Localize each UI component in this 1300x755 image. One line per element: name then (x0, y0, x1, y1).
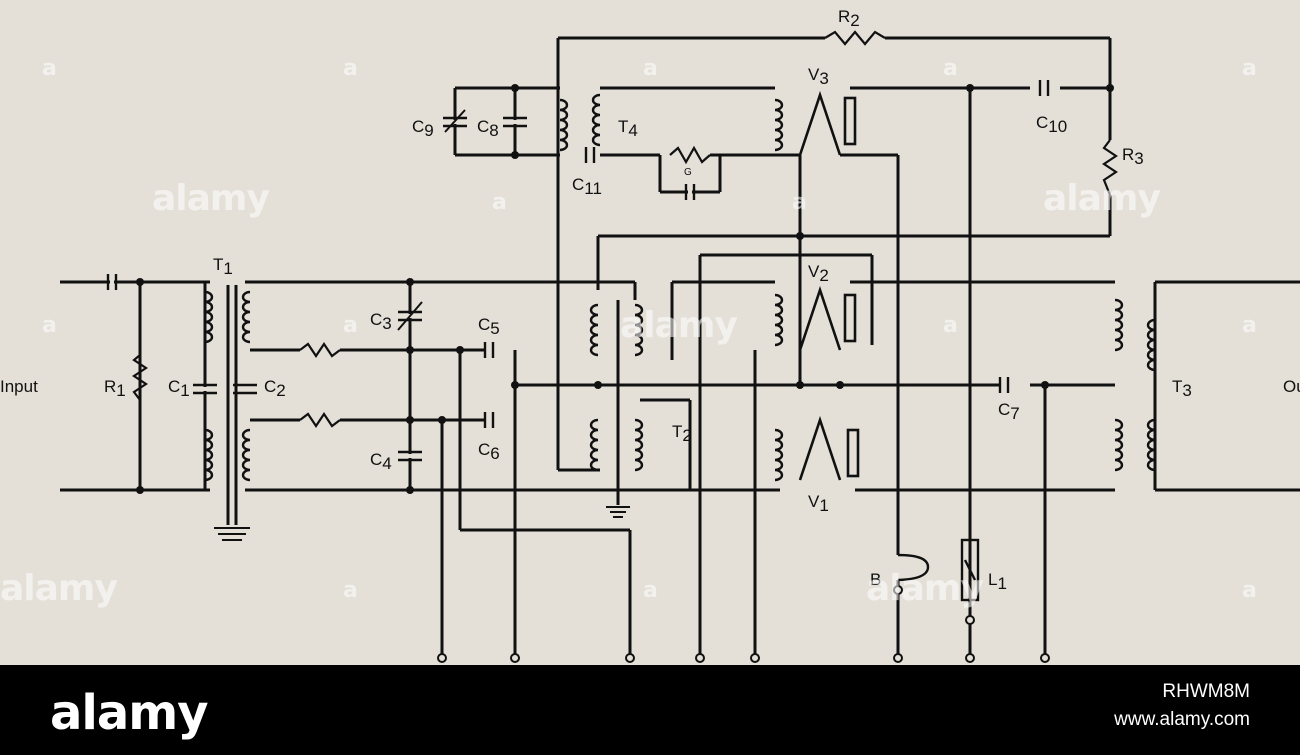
watermark: alamy (1043, 178, 1161, 219)
v2-label: V2 (808, 262, 829, 285)
c8-label: C8 (477, 117, 499, 140)
l1-label: L1 (988, 570, 1007, 593)
alamy-logo[interactable]: alamy (50, 685, 209, 741)
watermark-marker: a (643, 56, 658, 81)
t3-label: T3 (1172, 377, 1192, 400)
valves (798, 90, 860, 481)
site-url[interactable]: www.alamy.com (1114, 709, 1250, 730)
watermark: alamy (0, 568, 118, 609)
schematic-svg: Input Ou R1 R2 R3 C1 C2 C3 C4 C5 C6 C7 C… (0, 7, 1300, 663)
v3-label: V3 (808, 65, 829, 88)
ground-symbols (214, 506, 630, 541)
watermark-marker: a (643, 578, 658, 603)
t1-label: T1 (213, 255, 233, 278)
wires (60, 36, 1300, 660)
resistors (132, 30, 1118, 428)
watermark-marker: a (943, 56, 958, 81)
watermark-marker: a (42, 313, 57, 338)
c7-label: C7 (998, 400, 1020, 423)
output-label: Ou (1283, 377, 1300, 396)
c1-label: C1 (168, 377, 190, 400)
r1-label: R1 (104, 377, 126, 400)
c10-label: C10 (1036, 113, 1067, 136)
c4-label: C4 (370, 450, 392, 473)
junction-dots (136, 84, 1114, 494)
watermark-marker: a (42, 56, 57, 81)
watermark-marker: a (1242, 56, 1257, 81)
watermark-marker: a (943, 313, 958, 338)
variable-cap-arrow (397, 301, 423, 331)
watermark-marker: a (492, 190, 507, 215)
c2-label: C2 (264, 377, 286, 400)
r2-label: R2 (838, 7, 860, 30)
c11-label: C11 (572, 175, 602, 198)
l1-element (960, 538, 980, 602)
watermark-marker: a (343, 313, 358, 338)
terminals (437, 585, 1050, 663)
image-id: RHWM8M (1162, 681, 1250, 702)
c5-label: C5 (478, 315, 500, 338)
r3-label: R3 (1122, 145, 1144, 168)
capacitors (106, 80, 1050, 462)
circuit-diagram: Input Ou R1 R2 R3 C1 C2 C3 C4 C5 C6 C7 C… (0, 0, 1300, 665)
watermark-marker: a (792, 190, 807, 215)
variable-cap-arrow-c9 (444, 109, 466, 133)
b-label: B (870, 570, 881, 589)
capacitor-gaps (110, 85, 1046, 458)
t4-label: T4 (618, 117, 638, 140)
c3-label: C3 (370, 310, 392, 333)
input-label: Input (0, 377, 38, 396)
b-element (897, 553, 930, 582)
watermark: alamy (152, 178, 270, 219)
t2-label: T2 (672, 422, 692, 445)
watermark-marker: a (343, 578, 358, 603)
footer-bar: alamy RHWM8M www.alamy.com (0, 665, 1300, 755)
v1-label: V1 (808, 492, 829, 515)
watermark-marker: a (343, 56, 358, 81)
watermark-marker: a (1242, 578, 1257, 603)
c9-label: C9 (412, 117, 434, 140)
c6-label: C6 (478, 440, 500, 463)
watermark: alamy (866, 568, 984, 609)
watermark: alamy (620, 305, 738, 346)
g-label: G (684, 167, 692, 178)
watermark-marker: a (1242, 313, 1257, 338)
